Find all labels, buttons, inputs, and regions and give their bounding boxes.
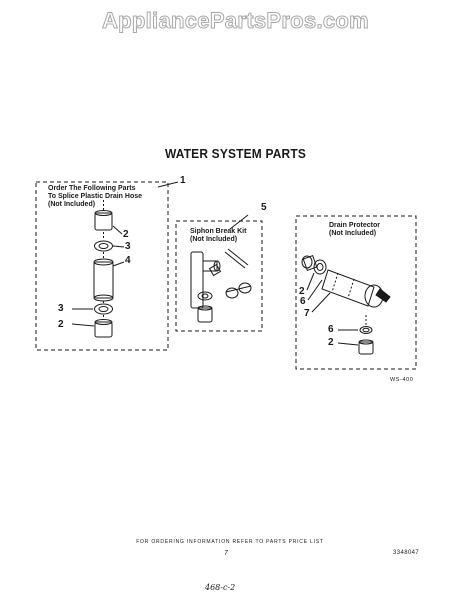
- handwritten-note: 468-c-2: [205, 583, 236, 592]
- watermark: AppliancePartsPros.com: [101, 8, 370, 34]
- callout-2b: 2: [58, 319, 64, 330]
- box2-label-line1: Siphon Break Kit: [190, 228, 247, 235]
- box2-label-line2: (Not Included): [190, 236, 238, 243]
- box1-parts: [71, 200, 125, 338]
- callout-3a: 3: [125, 241, 131, 252]
- box1-label-line2: To Splice Plastic Drain Hose: [48, 193, 143, 200]
- figure-code: WS-400: [390, 377, 414, 383]
- box2-border: [175, 220, 263, 332]
- callout-2c: 2: [299, 286, 305, 297]
- box3-label-line2: (Not Included): [329, 230, 377, 237]
- callout-4: 4: [125, 255, 131, 266]
- callout-1: 1: [180, 175, 186, 186]
- box3-label-line1: Drain Protector: [329, 222, 380, 229]
- callout-2d: 2: [328, 337, 334, 348]
- box1-label-line1: Order The Following Parts: [48, 185, 136, 192]
- box1-label-line3: (Not Included): [48, 201, 96, 208]
- box3-parts: [301, 255, 391, 355]
- page-number: 7: [224, 550, 228, 557]
- callout-2a: 2: [123, 229, 129, 240]
- callout-6a: 6: [300, 296, 306, 307]
- callout-3b: 3: [58, 303, 64, 314]
- ordering-note: FOR ORDERING INFORMATION REFER TO PARTS …: [136, 539, 324, 545]
- callout-6b: 6: [328, 324, 334, 335]
- part-number: 3348047: [393, 550, 420, 556]
- callout-7: 7: [304, 308, 310, 319]
- box1-border: [35, 181, 169, 351]
- box2-parts: [190, 248, 252, 323]
- callout-5: 5: [261, 202, 267, 213]
- box3-border: [295, 215, 417, 370]
- page-title: WATER SYSTEM PARTS: [164, 146, 307, 161]
